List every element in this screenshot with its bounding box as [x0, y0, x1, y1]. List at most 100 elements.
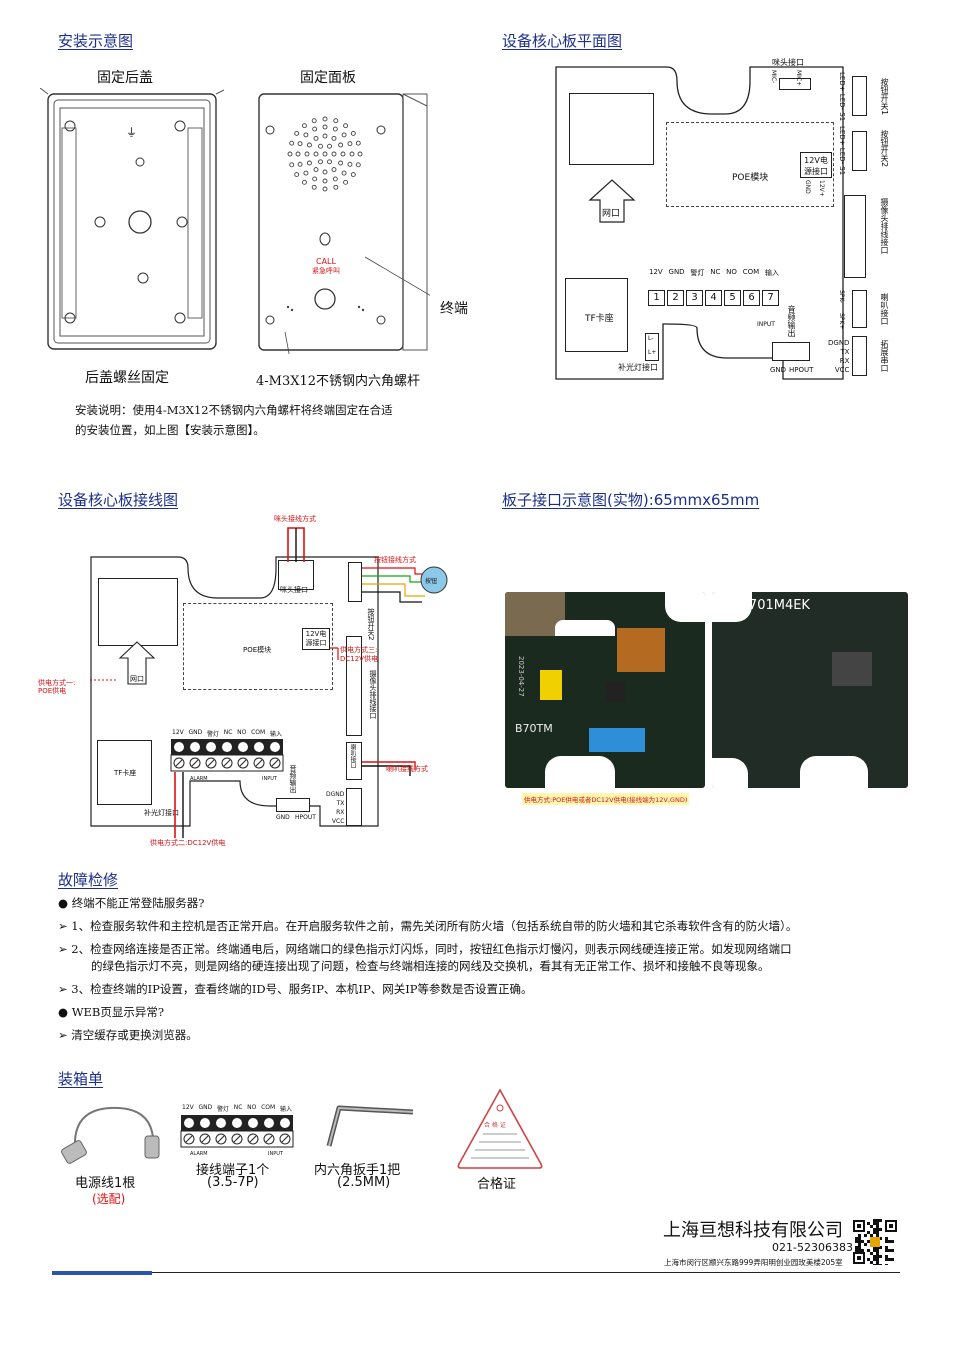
- wiring-net-label: 网口: [130, 675, 144, 683]
- board-photo-top: B70TM 2023-04-27: [505, 592, 705, 788]
- packing-item1: 电源线1根: [75, 1176, 136, 1191]
- arrow-icon: ➢: [58, 982, 68, 996]
- bullet-icon: ●: [58, 1005, 69, 1019]
- btn2-pins-label: LED+ LED- S1: [838, 126, 846, 176]
- mic-connector: [779, 78, 811, 90]
- fill-light-label: 补光灯接口: [618, 363, 658, 372]
- bullet-icon: ●: [58, 896, 69, 910]
- input-label: INPUT: [757, 321, 775, 328]
- audio-out-label: 音频输出: [787, 305, 796, 337]
- spk-minus-label: SPK-: [838, 290, 845, 303]
- wiring-poe-area: [183, 603, 333, 690]
- pack-alarm-label: ALARM: [190, 1151, 208, 1157]
- power3-label-b: DC12V供电: [340, 655, 378, 663]
- company-phone: 021-52306383: [772, 1241, 853, 1254]
- back-cover-label: 固定后盖: [97, 70, 153, 86]
- gnd2-label: GND: [770, 366, 787, 374]
- wiring-term-input: 输入: [269, 731, 282, 738]
- trouble-q1: 终端不能正常登陆服务器?: [71, 896, 205, 910]
- wiring-speaker-connector: [346, 742, 362, 780]
- term-label-com: COM: [742, 268, 760, 276]
- speaker-wiring-label: 喇叭接线方式: [386, 765, 428, 773]
- poe-label: POE模块: [732, 173, 769, 183]
- trouble-title: 故障检修: [58, 871, 119, 889]
- btn2-connector: [852, 131, 867, 171]
- install-note: 安装说明：使用4-M3X12不锈钢内六角螺杆将终端固定在合适 的安装位置，如上图…: [75, 400, 393, 440]
- svg-text:⏚: ⏚: [126, 126, 137, 139]
- serial-label: 拓展串口: [880, 340, 889, 372]
- wiring-serial-rx: RX: [336, 809, 345, 816]
- serial-pins: DGND TX RX VCC: [828, 339, 849, 375]
- call-sub-label: 紧急呼叫: [312, 267, 340, 275]
- pack-term-gnd: GND: [198, 1104, 213, 1111]
- wiring-term-nc: NC: [223, 729, 233, 736]
- wiring-camera-connector: [346, 636, 362, 736]
- wiring-terminal-block-icon: [170, 739, 284, 772]
- pack-term-no: NO: [247, 1104, 257, 1111]
- call-label: CALL: [316, 257, 336, 266]
- wiring-alarm-label: ALARM: [190, 776, 208, 782]
- serial-pin-rx: RX: [839, 357, 850, 365]
- wiring-serial-connector: [346, 788, 362, 826]
- btn-wiring-label: 按钮接线方式: [374, 556, 416, 564]
- trouble-a1-row: ➢ 1、检查服务软件和主控机是否正常开启。在开启服务软件之前，需先关闭所有防火墙…: [58, 918, 918, 935]
- trouble-a2-line1: 2、检查网络连接是否正常。终端通电后，网络端口的绿色指示灯闪烁，同时，按钮红色指…: [71, 942, 792, 956]
- spk-plus-label: SPK+: [838, 313, 845, 330]
- certificate-icon: [457, 1088, 543, 1169]
- mic-wiring-label: 咪头接线方式: [274, 515, 316, 523]
- pack-term-nc: NC: [233, 1104, 243, 1111]
- wiring-term-gnd: GND: [188, 729, 203, 736]
- wiring-net-arrow-icon: [118, 641, 156, 685]
- footer-rule: [52, 1272, 900, 1273]
- power-12v-box: 12V电源接口: [800, 152, 832, 178]
- btn-icon-label: 按钮: [425, 578, 438, 585]
- wiring-fill-light-label: 补光灯接口: [144, 809, 179, 817]
- tf-slot: [565, 278, 628, 352]
- install-note-line2: 的安装位置，如上图【安装示意图】。: [75, 423, 265, 437]
- terminal-pin-2: 2: [667, 290, 684, 306]
- footer-accent-bar: [52, 1271, 152, 1275]
- terminal-block-icon: [180, 1115, 294, 1148]
- trouble-a1: 1、检查服务软件和主控机是否正常开启。在开启服务软件之前，需先关闭所有防火墙（包…: [71, 919, 798, 933]
- wiring-chip-square: [98, 578, 178, 646]
- wiring-term-12v: 12V: [172, 729, 184, 736]
- wiring-speaker-label: 喇叭接口: [349, 744, 356, 768]
- camera-label: 摄像头排线接口: [880, 198, 889, 254]
- term-label-nc: NC: [710, 268, 721, 276]
- serial-pin-tx: TX: [840, 348, 850, 356]
- term-label-12v: 12V: [649, 268, 663, 276]
- power3-label-a: 供电方式三:: [340, 646, 378, 654]
- term-label-alarm: 警灯: [690, 269, 705, 277]
- packing-item2-spec: (3.5-7P): [207, 1175, 259, 1190]
- terminal-pin-6: 6: [743, 290, 760, 306]
- wiring-hpout-label: HPOUT: [295, 814, 316, 821]
- power2-label: 供电方式二:DC12V供电: [150, 839, 226, 847]
- btn1-pins-label: LED+ LED- S1: [838, 72, 846, 122]
- terminal-labels: 12V GND 警灯 NC NO COM 输入: [649, 268, 779, 278]
- wiring-serial-dgnd: DGND: [326, 791, 345, 798]
- wiring-board-outline: [90, 556, 379, 827]
- trouble-q2-row: ● WEB页显示异常?: [58, 1004, 918, 1021]
- speaker-label: 喇叭接口: [880, 293, 889, 325]
- back-cover-drawing: ⏚: [40, 88, 225, 350]
- camera-connector: [844, 195, 866, 278]
- chip-label: B701M4EK: [740, 598, 810, 613]
- audio-connector: [772, 342, 810, 361]
- arrow-icon: ➢: [58, 942, 68, 956]
- panel-label: 固定面板: [300, 70, 356, 86]
- packing-title: 装箱单: [58, 1070, 104, 1088]
- arrow-icon: ➢: [58, 1028, 68, 1042]
- trouble-a2-row: ➢ 2、检查网络连接是否正常。终端通电后，网络端口的绿色指示灯闪烁，同时，按钮红…: [58, 941, 918, 958]
- board-outline: [555, 66, 844, 380]
- packing-item3: 内六角扳手1把: [314, 1163, 401, 1178]
- trouble-a4-row: ➢ 清空缓存或更换浏览器。: [58, 1027, 918, 1044]
- terminal-pin-1: 1: [648, 290, 665, 306]
- wiring-btn2-label: 按钮开关2: [367, 608, 375, 641]
- packing-item3-spec: (2.5MM): [337, 1175, 391, 1190]
- company-name: 上海亘想科技有限公司: [663, 1220, 843, 1241]
- wiring-poe-label: POE模块: [243, 646, 272, 654]
- speaker-connector: [852, 290, 867, 328]
- serial-pin-vcc: VCC: [834, 366, 850, 374]
- wiring-mic-port-label: 咪头接口: [280, 586, 308, 594]
- power-cable-icon: [61, 1106, 160, 1164]
